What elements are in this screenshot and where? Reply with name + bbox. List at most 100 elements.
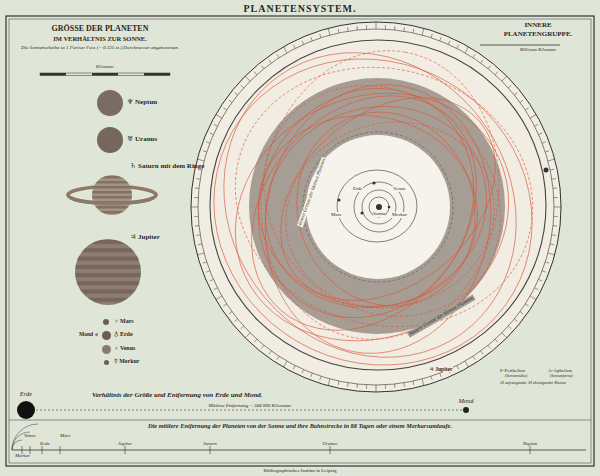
tick [481, 60, 483, 63]
label: INNERE [524, 22, 551, 30]
title: PLANETENSYSTEM. [243, 3, 356, 14]
label: ♃ Jupiter [428, 366, 453, 372]
tick [550, 244, 554, 246]
mars-orbit [337, 170, 417, 242]
tick [356, 26, 357, 30]
label: Saturn [203, 441, 216, 447]
tick [553, 187, 557, 188]
tick [545, 262, 549, 263]
planet-body [75, 239, 141, 305]
tick [197, 253, 204, 255]
planet-body [95, 333, 98, 336]
label: Venus [392, 186, 406, 192]
asteroid-orbit [241, 56, 535, 342]
venus-orbit [362, 190, 396, 224]
planet-shape [95, 333, 98, 336]
planet-shape [104, 360, 109, 365]
tick [431, 376, 432, 380]
label: Venus [24, 433, 36, 439]
tick [235, 92, 238, 95]
label: A-Aphelion [548, 368, 572, 374]
tick [254, 72, 257, 75]
planet-dot [544, 168, 549, 173]
tick [514, 319, 517, 322]
distance-axis [12, 450, 586, 451]
tick [457, 366, 459, 370]
planet-label: ♅ Uranus [127, 136, 157, 144]
label: IM VERHÄLTNIS ZUR SONNE. [53, 35, 147, 42]
planet-disc: ♄ Saturn mit dem Ringe [92, 175, 132, 215]
tick [448, 41, 450, 45]
planet-dot [361, 212, 364, 215]
tick [508, 85, 511, 88]
planet-disc: Erde [17, 401, 35, 419]
cloud-band [75, 290, 141, 294]
tick [535, 288, 539, 290]
planet-body [102, 345, 111, 354]
planet-disc: ♆ Neptun [97, 90, 123, 116]
tick [394, 384, 395, 388]
tick [203, 151, 207, 152]
label: Millionen Kilometer [520, 48, 557, 53]
tick [206, 271, 210, 272]
orbit-disc [191, 22, 561, 392]
tick [552, 178, 556, 180]
planet-shape [102, 331, 111, 340]
scale-bar [92, 73, 118, 76]
tick [554, 207, 561, 208]
tick [197, 159, 204, 161]
label: Merkur [391, 212, 408, 218]
tick [488, 345, 491, 348]
planet-disc: ☿ Merkur [104, 360, 109, 365]
tick [422, 379, 424, 386]
tick [214, 288, 218, 290]
tick [302, 370, 304, 374]
label: PLANETENGRUPPE. [504, 31, 573, 39]
label: ☊ aufsteigender ☋ absteigender Knoten [500, 381, 566, 385]
tick [539, 279, 543, 281]
tick [254, 339, 257, 342]
label: P-Perihelion [500, 368, 525, 374]
label: Die Sonnenscheibe zu 1 Pariser Fuss (= 0… [18, 45, 182, 51]
tick [338, 381, 340, 385]
asteroid-orbit [265, 99, 515, 331]
cloud-band [92, 186, 132, 189]
tick [440, 37, 441, 41]
planet-disc: Mond [463, 407, 469, 413]
tick [277, 356, 279, 359]
tick [422, 28, 424, 35]
tick [269, 60, 271, 63]
saturn-ring [68, 195, 156, 203]
tick [366, 25, 367, 29]
tick [328, 379, 330, 386]
label: Kilometer [96, 65, 114, 70]
label: Erde [40, 441, 50, 447]
tick [194, 216, 198, 217]
tick [269, 351, 271, 354]
label: (Sonnenferne) [550, 374, 573, 378]
label: Jupiter [118, 441, 132, 447]
planet-dot [388, 206, 391, 209]
tick [495, 339, 498, 342]
tick [508, 326, 511, 329]
planet-shape [92, 175, 132, 215]
tick [229, 100, 232, 102]
scale-bar [40, 73, 170, 76]
outer-frame [6, 16, 594, 466]
label: GRÖSSE DER PLANETEN [52, 25, 149, 34]
planet-body [103, 319, 109, 325]
tick [284, 361, 288, 367]
label: Innere Grenze der kleinen Planeten [297, 157, 327, 227]
inner-frame [9, 19, 591, 463]
label: Mars [330, 212, 342, 218]
tick [530, 115, 536, 119]
cloud-band [75, 248, 141, 252]
axis-tick [30, 446, 31, 454]
label: Mittlere Entfernung = 384 000 Kilometer [207, 403, 292, 409]
cloud-band [92, 196, 132, 199]
tick [440, 373, 441, 377]
tick [465, 47, 469, 53]
tick [198, 244, 202, 246]
tick [229, 312, 232, 314]
asteroid-orbit [243, 98, 493, 323]
